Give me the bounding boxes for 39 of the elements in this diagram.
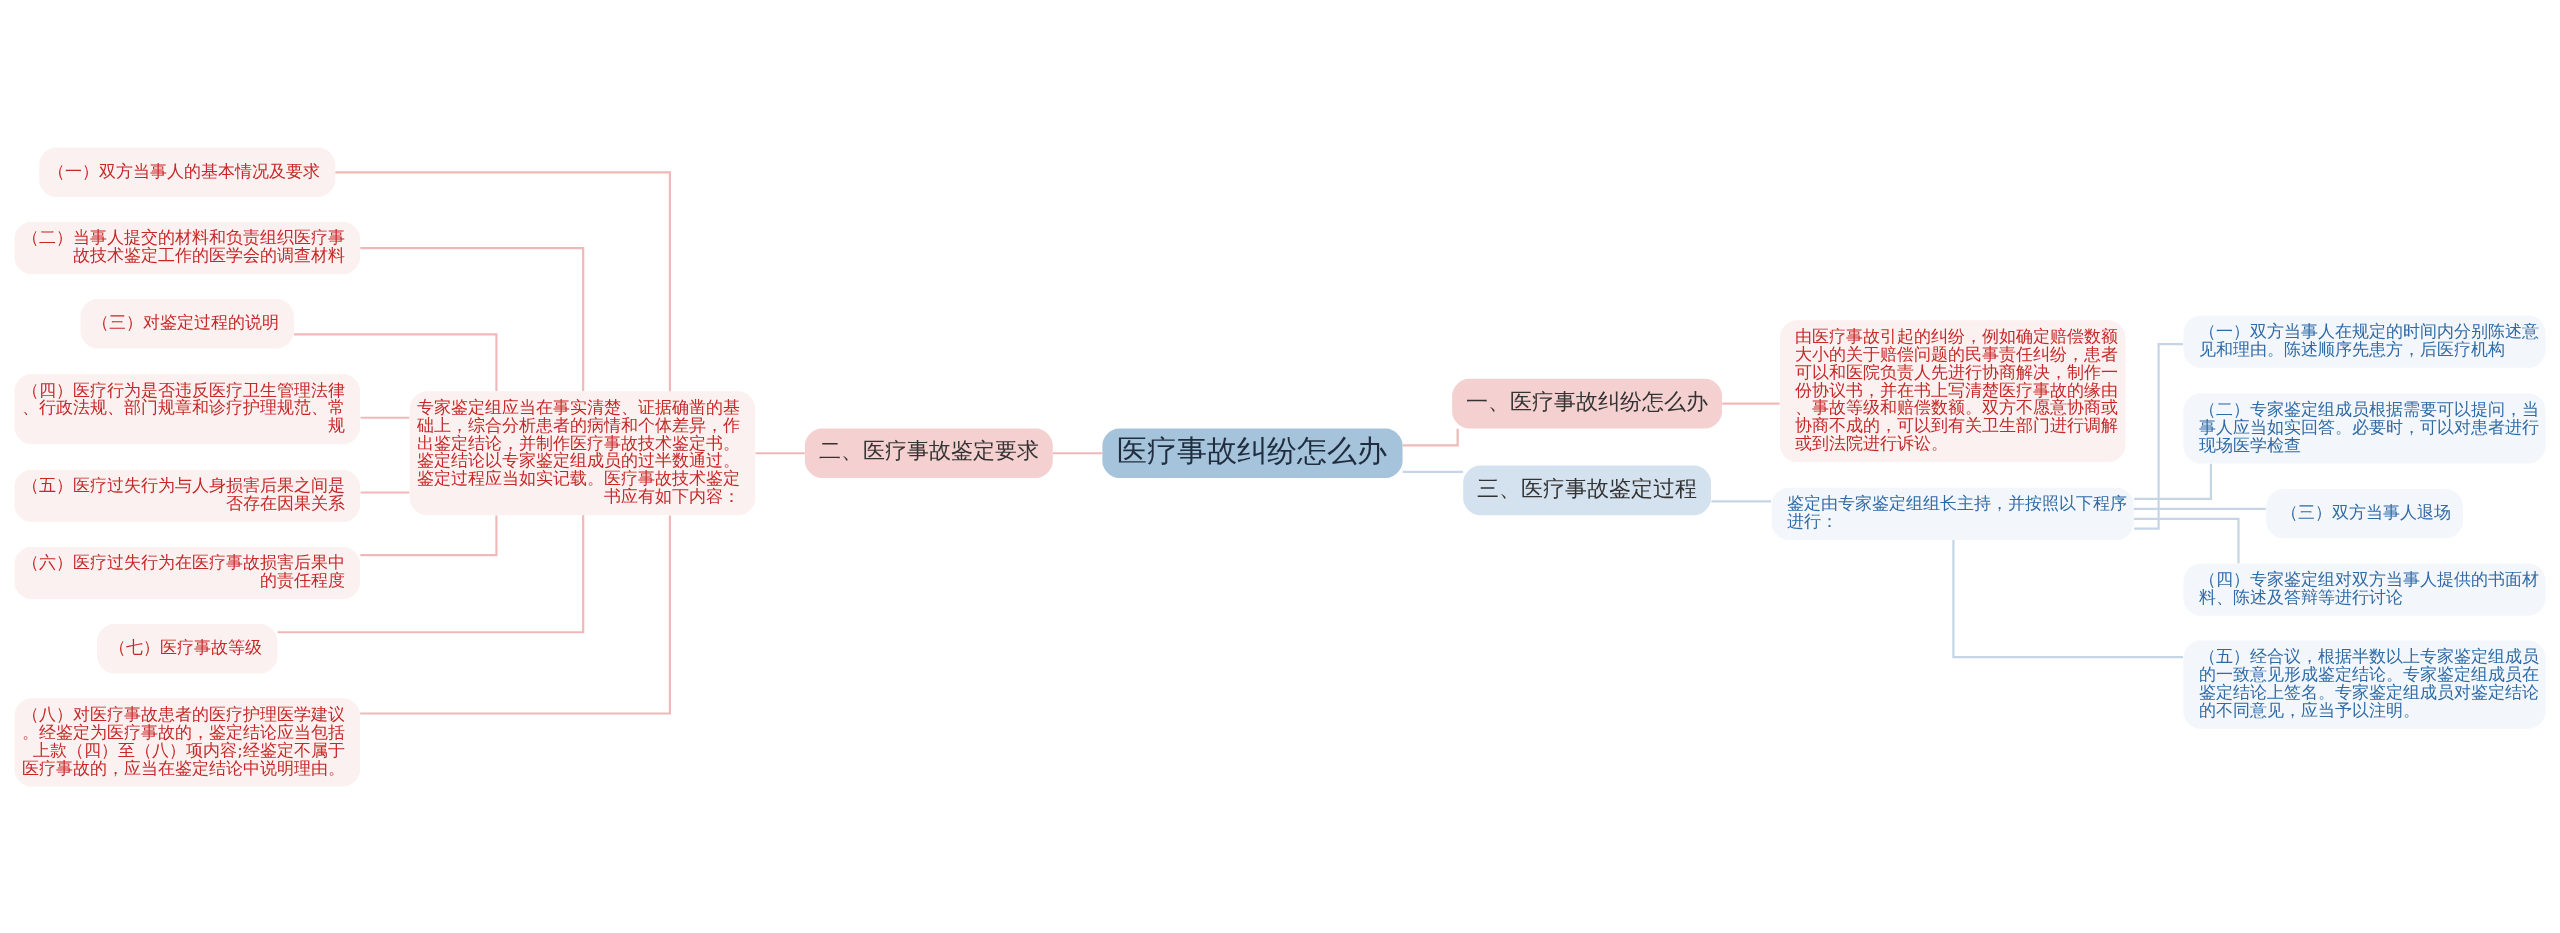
node-box: （四）医疗行为是否违反医疗卫生管理法律、行政法规、部门规章和诊疗护理规范、常规	[14, 373, 361, 444]
node-box: （七）医疗事故等级	[97, 623, 278, 674]
connector	[1053, 451, 1103, 454]
connector	[1402, 428, 1459, 446]
node-box: （二）当事人提交的材料和负责组织医疗事故技术鉴定工作的医学会的调查材料	[14, 221, 361, 274]
node-box: 专家鉴定组应当在事实清楚、证据确凿的基础上，综合分析患者的病情和个体差异，作出鉴定结论，并制作医疗事故技术鉴定书。鉴定结论以专家鉴定组成员的过半数通过。鉴定过程应当如实记载。医疗事故技术鉴定书应有如下内容：	[409, 390, 756, 515]
connector	[1952, 539, 2183, 658]
node-box: 鉴定由专家鉴定组组长主持，并按照以下程序进行：	[1771, 487, 2134, 540]
node-box: （六）医疗过失行为在医疗事故损害后果中的责任程度	[14, 546, 361, 599]
connector	[1711, 499, 1772, 503]
node-box: （五）医疗过失行为与人身损害后果之间是否存在因果关系	[14, 469, 361, 522]
node-box: 医疗事故纠纷怎么办	[1102, 427, 1403, 478]
connector	[2134, 342, 2184, 530]
node-box: （三）对鉴定过程的说明	[80, 298, 294, 349]
connector	[1722, 402, 1780, 405]
node-box: 一、医疗事故纠纷怎么办	[1452, 378, 1723, 428]
connector	[2134, 517, 2240, 563]
node-box: 二、医疗事故鉴定要求	[804, 427, 1053, 478]
connector	[360, 246, 585, 391]
connector	[755, 451, 805, 454]
node-box: （五）经合议，根据半数以上专家鉴定组成员的一致意见形成鉴定结论。专家鉴定组成员在鉴定结论上签名。专家鉴定组成员对鉴定结论的不同意见，应当予以注明。	[2183, 640, 2546, 729]
node-box: （一）双方当事人在规定的时间内分别陈述意见和理由。陈述顺序先患方，后医疗机构	[2183, 315, 2546, 368]
node-box: （二）专家鉴定组成员根据需要可以提问，当事人应当如实回答。必要时，可以对患者进行现场医学检查	[2183, 392, 2546, 464]
connector	[294, 332, 498, 391]
node-box: 由医疗事故引起的纠纷，例如确定赔偿数额大小的关于赔偿问题的民事责任纠纷，患者可以和医院负责人先进行协商解决，制作一份协议书，并在书上写清楚医疗事故的缘由、事故等级和赔偿数额。双方不愿意协商或协商不成的，可以到有关卫生部门进行调解或到法院进行诉讼。	[1779, 319, 2126, 462]
connector	[360, 514, 498, 556]
node-box: 三、医疗事故鉴定过程	[1463, 465, 1712, 515]
connector	[2134, 463, 2213, 500]
node-box: （三）双方当事人退场	[2266, 488, 2463, 539]
connector	[1402, 470, 1463, 473]
connector	[2133, 507, 2266, 510]
node-box: （八）对医疗事故患者的医疗护理医学建议。经鉴定为医疗事故的，鉴定结论应当包括上款（四）至（八）项内容;经鉴定不属于医疗事故的，应当在鉴定结论中说明理由。	[14, 697, 361, 786]
node-box: （一）双方当事人的基本情况及要求	[39, 147, 336, 197]
connector	[360, 490, 410, 494]
connector	[360, 416, 410, 419]
connector	[335, 170, 672, 391]
connector	[277, 514, 585, 633]
connector	[360, 515, 672, 715]
node-box: （四）专家鉴定组对双方当事人提供的书面材料、陈述及答辩等进行讨论	[2183, 562, 2546, 616]
